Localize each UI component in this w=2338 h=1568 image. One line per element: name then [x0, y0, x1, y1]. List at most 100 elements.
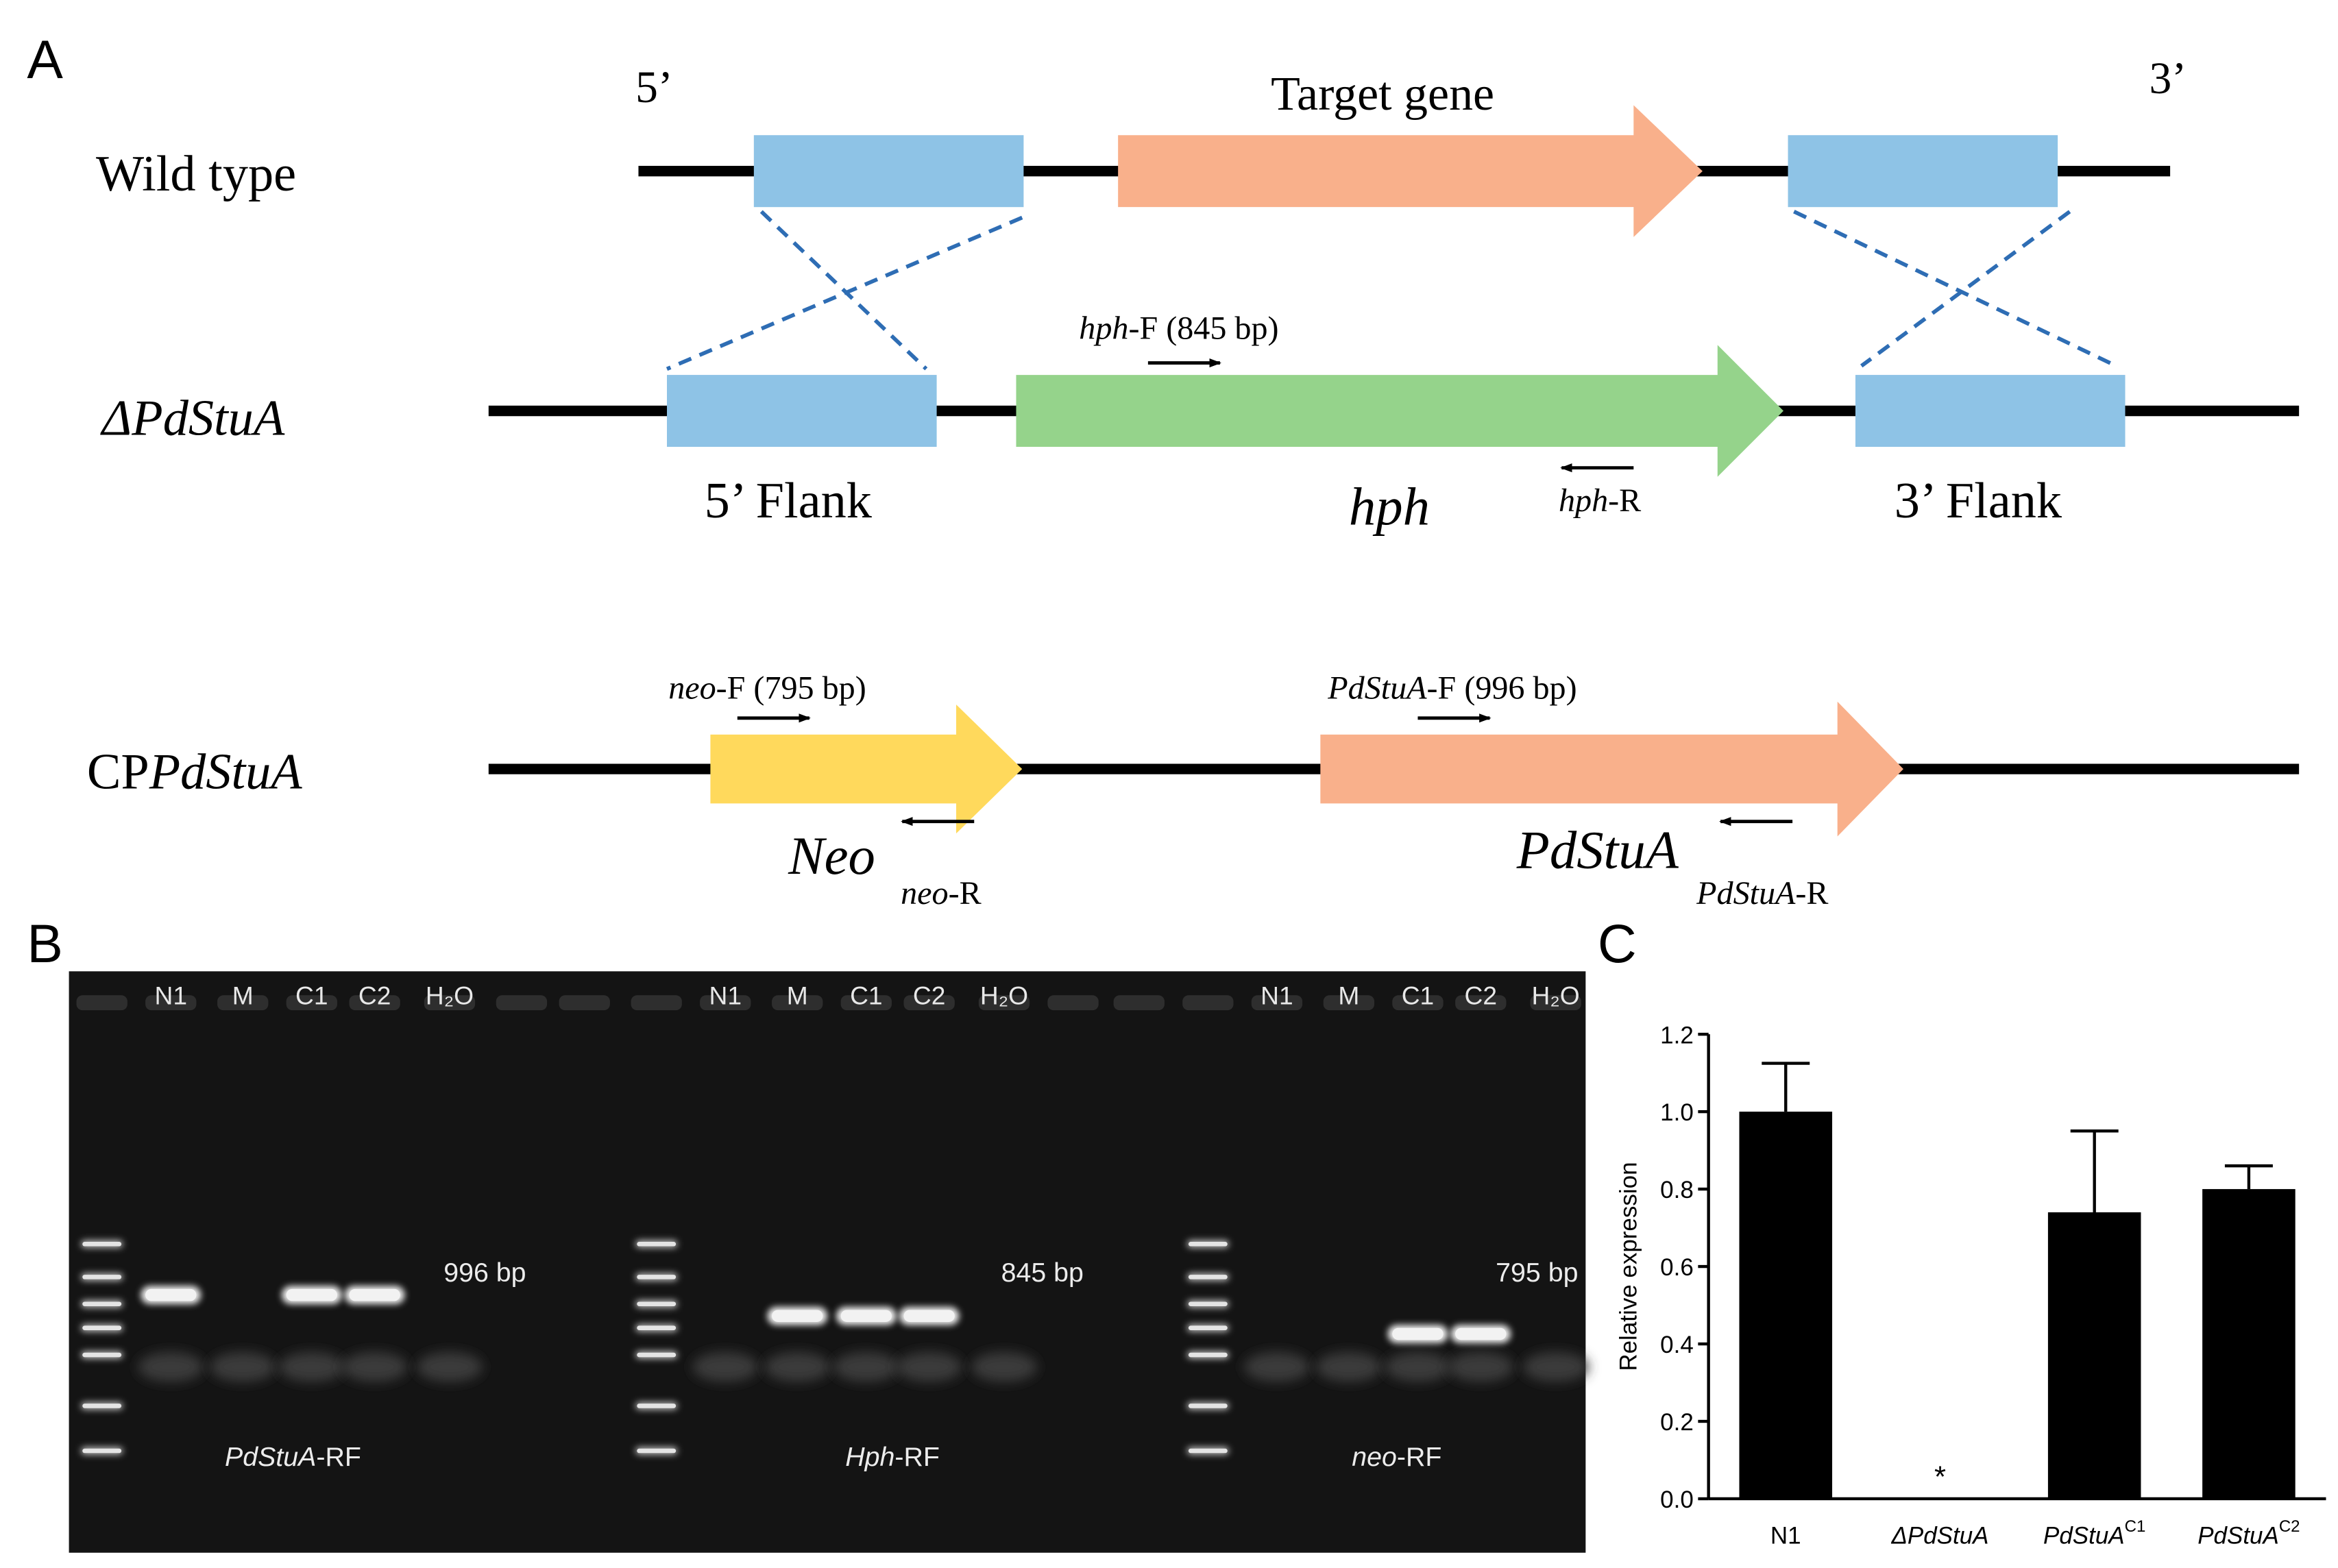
target-gene-label: Target gene	[1271, 68, 1494, 121]
dna-band	[145, 1288, 197, 1301]
ladder-band-core	[1188, 1241, 1228, 1247]
gel-well	[1530, 995, 1581, 1011]
ladder-band-core	[1188, 1448, 1228, 1454]
band-size-label: 795 bp	[1496, 1258, 1578, 1288]
gel-well	[840, 995, 892, 1011]
gel-lane-label: N1	[709, 981, 742, 1009]
primer-dimer-smear	[1385, 1351, 1451, 1382]
gel-well	[1113, 995, 1165, 1011]
panel-label-c: C	[1598, 914, 1637, 974]
gel-lane-label: C2	[1465, 981, 1497, 1009]
gel-lane-label: H₂O	[1532, 981, 1580, 1009]
three-prime-label: 3’	[2149, 54, 2187, 103]
gel-well	[1047, 995, 1099, 1011]
y-tick-label: 1.2	[1660, 1022, 1694, 1049]
dna-band	[903, 1310, 955, 1322]
gel-well	[700, 995, 751, 1011]
gel-lane-label: M	[232, 981, 254, 1009]
y-tick-label: 0.0	[1660, 1486, 1694, 1513]
gel-well	[1251, 995, 1303, 1011]
gel-primer-label: Hph-RF	[845, 1442, 940, 1472]
ladder-band-core	[82, 1301, 122, 1307]
dna-band	[1455, 1327, 1507, 1340]
pdstua-f-primer-label: PdStuA-F (996 bp)	[1327, 670, 1576, 706]
neo-arrow	[710, 705, 1023, 834]
gel-well	[903, 995, 955, 1011]
gel-lane-label: M	[787, 981, 808, 1009]
bar	[2202, 1189, 2296, 1499]
ladder-band-core	[1188, 1352, 1228, 1358]
gel-lane-label: M	[1338, 981, 1359, 1009]
gel-lane-label: C2	[358, 981, 391, 1009]
ladder-band-core	[82, 1404, 122, 1408]
ladder-band-core	[1188, 1404, 1228, 1408]
gel-well	[772, 995, 823, 1011]
primer-dimer-smear	[278, 1351, 345, 1382]
gel-well	[1392, 995, 1444, 1011]
primer-dimer-smear	[764, 1351, 831, 1382]
flank-5-box	[667, 375, 937, 448]
y-tick-label: 0.8	[1660, 1177, 1694, 1203]
primer-dimer-smear	[210, 1351, 276, 1382]
wild-flank-5-box	[753, 135, 1024, 208]
dna-band	[349, 1288, 400, 1301]
neo-gene-label: Neo	[788, 826, 875, 886]
gel-well	[496, 995, 548, 1011]
row-label-wild-type: Wild type	[96, 146, 296, 202]
neo-r-primer-label: neo-R	[901, 875, 982, 911]
gel-well	[217, 995, 269, 1011]
row-label-cppdstua: CPPdStuA	[87, 744, 302, 800]
primer-dimer-smear	[692, 1351, 759, 1382]
ladder-band-core	[1188, 1275, 1228, 1279]
pdstua-r-primer-label: PdStuA-R	[1696, 875, 1828, 911]
bar	[2047, 1212, 2141, 1499]
flank-5-label: 5’ Flank	[705, 473, 873, 529]
ladder-band-core	[82, 1352, 122, 1358]
recombination-cross-left	[666, 210, 1023, 371]
hph-f-primer-label: hph-F (845 bp)	[1079, 310, 1278, 347]
dna-band	[772, 1310, 823, 1322]
y-tick-label: 0.2	[1660, 1409, 1694, 1436]
panel-label-b: B	[27, 914, 63, 974]
pdstua-gene-label: PdStuA	[1516, 820, 1679, 880]
ladder-band-core	[82, 1448, 122, 1454]
gel-well	[349, 995, 400, 1011]
significance-marker: *	[1934, 1460, 1946, 1493]
dna-band	[286, 1288, 337, 1301]
ladder-band-core	[637, 1241, 677, 1247]
row-label-delta-pdstua: ΔPdStuA	[100, 391, 285, 447]
ladder-band-core	[1188, 1301, 1228, 1307]
primer-dimer-smear	[1522, 1351, 1589, 1382]
ladder-band-core	[1188, 1325, 1228, 1330]
ladder-band-core	[82, 1241, 122, 1247]
x-tick-label: PdStuAC2	[2197, 1517, 2300, 1549]
dna-band	[840, 1310, 892, 1322]
five-prime-label: 5’	[635, 63, 673, 112]
gel-lane-label: C2	[913, 981, 946, 1009]
band-size-label: 845 bp	[1001, 1258, 1084, 1288]
primer-dimer-smear	[138, 1351, 204, 1382]
gel-well	[145, 995, 197, 1011]
gel-primer-label: neo-RF	[1352, 1442, 1441, 1472]
gel-well	[286, 995, 337, 1011]
gel-lane-label: C1	[295, 981, 328, 1009]
neo-f-primer-label: neo-F (795 bp)	[668, 670, 866, 706]
wild-flank-3-box	[1788, 135, 2058, 208]
ladder-band-core	[82, 1325, 122, 1330]
gel-lane-label: H₂O	[426, 981, 474, 1009]
dna-band	[1392, 1327, 1444, 1340]
y-tick-label: 0.4	[1660, 1332, 1694, 1358]
ladder-band-core	[82, 1275, 122, 1279]
gel-well	[1323, 995, 1375, 1011]
gel-lane-label: C1	[850, 981, 882, 1009]
primer-dimer-smear	[341, 1351, 408, 1382]
recombination-cross-right	[1793, 210, 2117, 368]
y-axis-label: Relative expression	[1616, 1162, 1642, 1371]
y-tick-label: 0.6	[1660, 1254, 1694, 1281]
gel-well	[631, 995, 682, 1011]
gel-background	[69, 971, 1586, 1553]
x-tick-label: N1	[1770, 1523, 1801, 1549]
